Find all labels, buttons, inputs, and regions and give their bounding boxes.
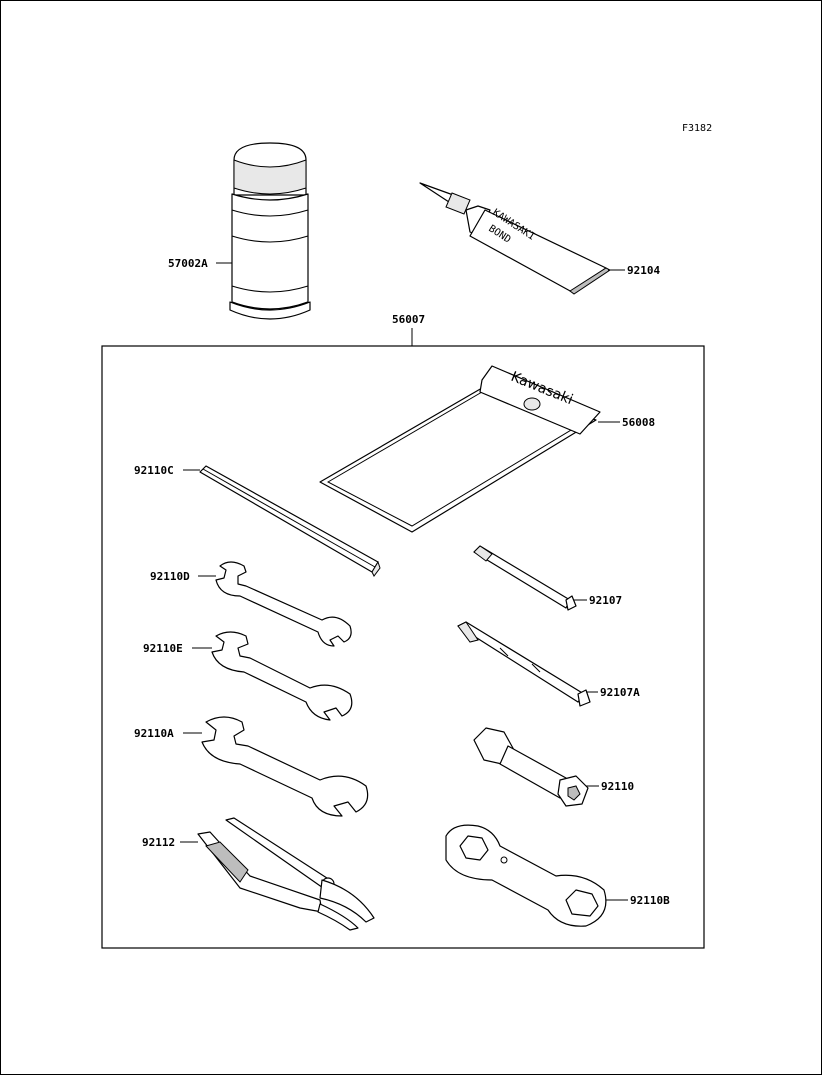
box-wrench-illustration [445, 824, 607, 927]
hex-bar-illustration [199, 465, 381, 577]
label-92107A: 92107A [600, 686, 640, 699]
wrench-d-illustration [215, 561, 352, 647]
label-92112: 92112 [142, 836, 175, 849]
tool-kit-box [101, 345, 705, 949]
label-56008: 56008 [622, 416, 655, 429]
label-92110C: 92110C [134, 464, 174, 477]
tool-bag-illustration: Kawasaki [319, 365, 601, 533]
label-92104: 92104 [627, 264, 660, 277]
label-92110D: 92110D [150, 570, 190, 583]
wrench-e-illustration [211, 631, 353, 721]
label-92110E: 92110E [143, 642, 183, 655]
pliers-illustration [197, 817, 375, 931]
label-57002A: 57002A [168, 257, 208, 270]
figure-code: F3182 [682, 123, 712, 134]
bond-tube-illustration: KAWASAKI BOND [419, 182, 611, 295]
screwdriver-a-illustration [457, 621, 591, 707]
label-92110A: 92110A [134, 727, 174, 740]
screwdriver-illustration [473, 545, 577, 611]
wrench-a-illustration [201, 716, 369, 817]
label-92107: 92107 [589, 594, 622, 607]
label-92110: 92110 [601, 780, 634, 793]
label-56007: 56007 [392, 313, 425, 326]
socket-illustration [473, 727, 589, 807]
label-92110B: 92110B [630, 894, 670, 907]
spray-can-illustration [229, 142, 311, 320]
